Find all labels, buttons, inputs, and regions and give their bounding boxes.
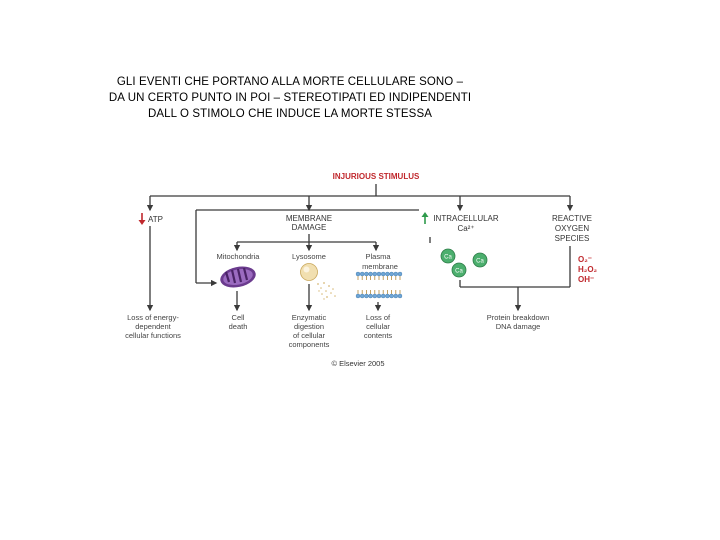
outcome-energy-1: Loss of energy-: [127, 313, 179, 322]
outcome-energy-3: cellular functions: [125, 331, 181, 340]
plasma-label-1: Plasma: [365, 252, 391, 261]
atp-down-arrow-icon: [138, 213, 146, 225]
title-line-3: DALL O STIMOLO CHE INDUCE LA MORTE STESS…: [148, 108, 432, 120]
calcium-ion-3-icon: Ca: [451, 262, 467, 278]
atp-label: ATP: [148, 215, 163, 224]
membrane-label-1: MEMBRANE: [286, 214, 332, 223]
outcome-contents-3: contents: [364, 331, 393, 340]
plasma-label-2: membrane: [362, 262, 398, 271]
outcome-protein-2: DNA damage: [496, 322, 541, 331]
root-label: INJURIOUS STIMULUS: [333, 172, 420, 181]
outcome-digestion-4: components: [289, 340, 330, 349]
outcome-contents-2: cellular: [366, 322, 390, 331]
copyright: © Elsevier 2005: [331, 359, 384, 368]
title-line-2: DA UN CERTO PUNTO IN POI – STEREOTIPATI …: [108, 92, 472, 104]
ros-label-2: OXYGEN: [555, 224, 589, 233]
outcome-death-1: Cell: [232, 313, 245, 322]
ros-hydroxyl: OH⁻: [578, 275, 594, 284]
outcome-digestion-3: of cellular: [293, 331, 326, 340]
ros-label-3: SPECIES: [555, 234, 590, 243]
mitochondrion-icon: [220, 266, 256, 288]
ros-superoxide: O₂⁻: [578, 255, 592, 264]
membrane-label-2: DAMAGE: [292, 223, 327, 232]
outcome-digestion-1: Enzymatic: [292, 313, 327, 322]
calcium-up-arrow-icon: [421, 212, 429, 224]
slide-title: GLI EVENTI CHE PORTANO ALLA MORTE CELLUL…: [90, 74, 490, 122]
lysosome-label: Lysosome: [292, 252, 326, 261]
lysosome-icon: [300, 263, 336, 300]
title-line-1: GLI EVENTI CHE PORTANO ALLA MORTE CELLUL…: [116, 76, 464, 88]
outcome-death-2: death: [229, 322, 248, 331]
plasma-membrane-icon: [355, 271, 403, 299]
outcome-energy-2: dependent: [135, 322, 171, 331]
outcome-contents-1: Loss of: [366, 313, 391, 322]
svg-text:Ca: Ca: [455, 269, 463, 275]
calcium-ion-2-icon: Ca: [472, 252, 488, 268]
calcium-label-1: INTRACELLULAR: [433, 214, 499, 223]
calcium-ion-1-icon: Ca: [440, 248, 456, 264]
svg-text:Ca: Ca: [476, 259, 484, 265]
ros-peroxide: H₂O₂: [578, 265, 598, 274]
svg-text:Ca: Ca: [444, 255, 452, 261]
outcome-protein-1: Protein breakdown: [487, 313, 550, 322]
calcium-label-2: Ca²⁺: [457, 224, 474, 233]
ros-label-1: REACTIVE: [552, 214, 592, 223]
mitochondria-label: Mitochondria: [217, 252, 261, 261]
outcome-digestion-2: digestion: [294, 322, 324, 331]
